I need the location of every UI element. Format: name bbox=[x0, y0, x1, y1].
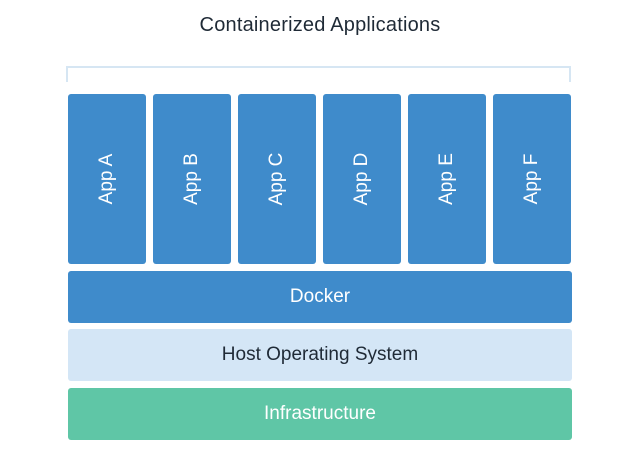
host-os-layer: Host Operating System bbox=[68, 329, 572, 381]
app-box-f: App F bbox=[493, 94, 571, 264]
app-box-c: App C bbox=[238, 94, 316, 264]
app-label: App C bbox=[266, 152, 287, 206]
app-label: App B bbox=[181, 153, 202, 205]
app-box-a: App A bbox=[68, 94, 146, 264]
docker-layer-label: Docker bbox=[289, 286, 351, 307]
containers-bracket bbox=[66, 66, 571, 82]
app-container-row: App A App B App C App D App E App F bbox=[68, 94, 572, 264]
host-os-layer-label: Host Operating System bbox=[221, 344, 419, 365]
app-label: App D bbox=[351, 152, 372, 206]
diagram-title: Containerized Applications bbox=[199, 14, 441, 36]
docker-layer: Docker bbox=[68, 271, 572, 323]
app-box-e: App E bbox=[408, 94, 486, 264]
infrastructure-layer: Infrastructure bbox=[68, 388, 572, 440]
app-box-d: App D bbox=[323, 94, 401, 264]
app-box-b: App B bbox=[153, 94, 231, 264]
app-label: App A bbox=[96, 153, 117, 205]
infrastructure-layer-label: Infrastructure bbox=[264, 403, 376, 424]
app-label: App F bbox=[521, 153, 542, 205]
app-label: App E bbox=[436, 153, 457, 205]
